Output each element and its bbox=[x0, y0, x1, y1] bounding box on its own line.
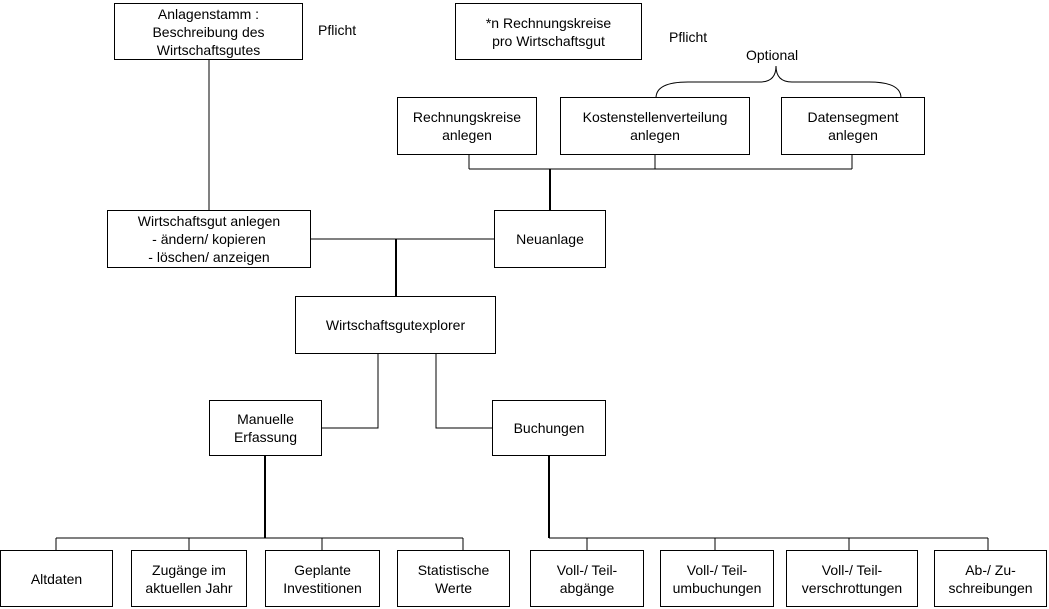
optional-brace bbox=[655, 65, 902, 99]
verschrottungen-box: Voll-/ Teil- verschrottungen bbox=[786, 550, 918, 607]
buchungen-box: Buchungen bbox=[492, 400, 606, 456]
rechnungskreise-anlegen-label: Rechnungskreise anlegen bbox=[412, 109, 522, 143]
pflicht-label-1: Pflicht bbox=[318, 22, 357, 38]
abgaenge-box: Voll-/ Teil- abgänge bbox=[530, 550, 644, 607]
kostenstellenverteilung-label: Kostenstellenverteilung anlegen bbox=[582, 109, 728, 143]
altdaten-label: Altdaten bbox=[30, 570, 83, 587]
zuschreibungen-label: Ab-/ Zu- schreibungen bbox=[948, 561, 1033, 596]
anlagenstamm-label: Anlagenstamm : Beschreibung des Wirtscha… bbox=[152, 5, 265, 58]
rechnungskreise-anlegen-box: Rechnungskreise anlegen bbox=[397, 97, 537, 155]
verschrottungen-label: Voll-/ Teil- verschrottungen bbox=[801, 561, 903, 596]
rechnungskreise-pro-box: *n Rechnungskreise pro Wirtschaftsgut bbox=[455, 3, 642, 60]
geplante-investitionen-box: Geplante Investitionen bbox=[265, 550, 380, 607]
pflicht-label-2: Pflicht bbox=[669, 29, 708, 45]
zuschreibungen-box: Ab-/ Zu- schreibungen bbox=[934, 550, 1047, 607]
umbuchungen-box: Voll-/ Teil- umbuchungen bbox=[660, 550, 774, 607]
manuelle-erfassung-box: Manuelle Erfassung bbox=[209, 400, 322, 456]
manuelle-erfassung-label: Manuelle Erfassung bbox=[233, 411, 298, 445]
connector-explorer-manuelle bbox=[296, 353, 379, 429]
zugaenge-box: Zugänge im aktuellen Jahr bbox=[131, 550, 247, 607]
optional-label: Optional bbox=[746, 47, 799, 63]
datensegment-label: Datensegment anlegen bbox=[807, 109, 899, 143]
rechnungskreise-pro-label: *n Rechnungskreise pro Wirtschaftsgut bbox=[485, 14, 612, 49]
statistische-werte-label: Statistische Werte bbox=[417, 561, 490, 596]
connector-explorer-buchungen bbox=[435, 353, 493, 429]
umbuchungen-label: Voll-/ Teil- umbuchungen bbox=[672, 561, 762, 596]
wirtschaftsgut-anlegen-box: Wirtschaftsgut anlegen - ändern/ kopiere… bbox=[107, 210, 311, 268]
altdaten-box: Altdaten bbox=[0, 550, 113, 607]
buchungen-label: Buchungen bbox=[513, 420, 585, 436]
zugaenge-label: Zugänge im aktuellen Jahr bbox=[145, 561, 233, 596]
anlagenstamm-box: Anlagenstamm : Beschreibung des Wirtscha… bbox=[114, 3, 303, 60]
wirtschaftsgutexplorer-label: Wirtschaftsgutexplorer bbox=[325, 317, 466, 333]
neuanlage-label: Neuanlage bbox=[516, 231, 584, 247]
wirtschaftsgutexplorer-box: Wirtschaftsgutexplorer bbox=[295, 296, 496, 354]
statistische-werte-box: Statistische Werte bbox=[397, 550, 510, 607]
datensegment-box: Datensegment anlegen bbox=[781, 97, 925, 155]
geplante-investitionen-label: Geplante Investitionen bbox=[283, 561, 362, 596]
kostenstellenverteilung-box: Kostenstellenverteilung anlegen bbox=[560, 97, 750, 155]
wirtschaftsgut-anlegen-label: Wirtschaftsgut anlegen - ändern/ kopiere… bbox=[137, 213, 281, 265]
abgaenge-label: Voll-/ Teil- abgänge bbox=[556, 561, 618, 596]
neuanlage-box: Neuanlage bbox=[494, 210, 606, 268]
